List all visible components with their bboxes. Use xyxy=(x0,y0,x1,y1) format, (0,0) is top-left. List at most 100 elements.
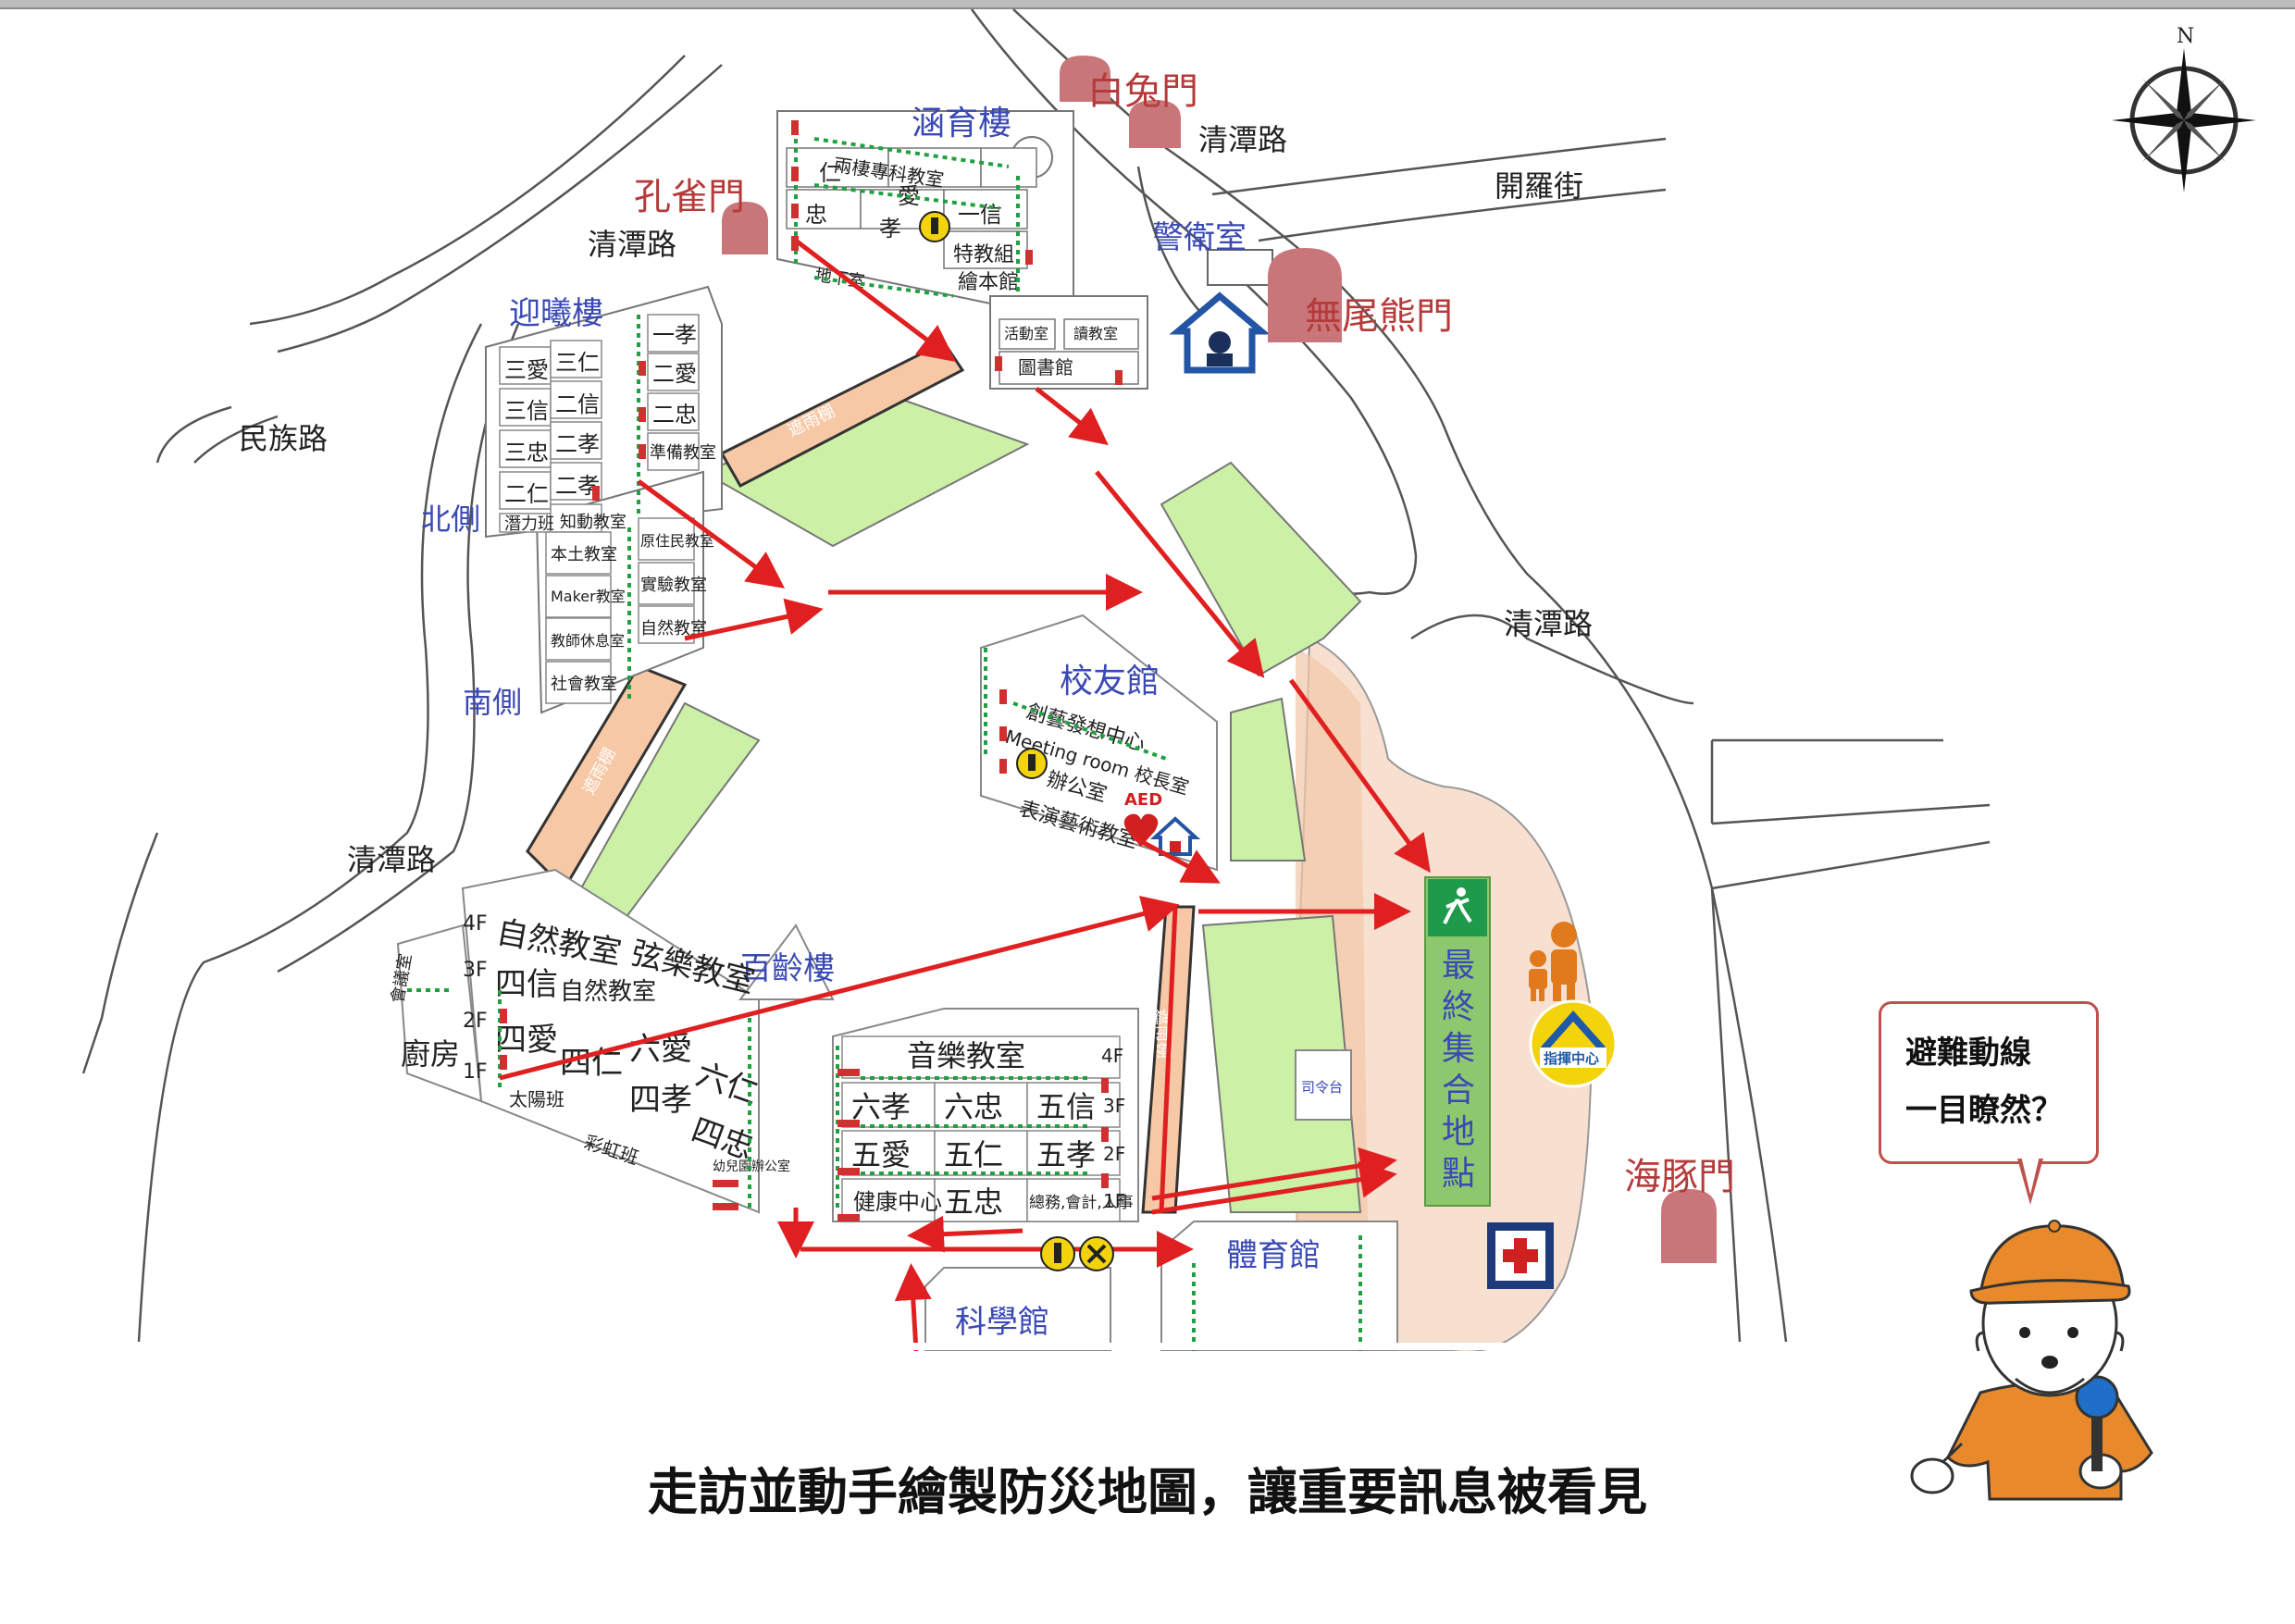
assembly-char-4: 合 xyxy=(1442,1072,1475,1110)
fire-extinguisher-icon xyxy=(1040,1236,1075,1271)
room-yx-14: 知動教室 xyxy=(560,513,626,532)
room-s-2: 原住民教室 xyxy=(640,532,714,550)
compass-icon: N xyxy=(2112,25,2256,192)
room-yx-7: 三忠 xyxy=(504,440,549,465)
room-mu-9: 五忠 xyxy=(944,1184,1003,1220)
family-icon xyxy=(1529,922,1577,1001)
room-s-6: 自然教室 xyxy=(640,619,707,638)
room-s-1: 本土教室 xyxy=(551,545,617,564)
road-qingtan-1: 清潭路 xyxy=(1198,122,1287,157)
room-yx-9: 二忠 xyxy=(652,402,697,428)
xiaoyou-building xyxy=(980,614,1218,872)
gate-peacock: 孔雀門 xyxy=(634,176,745,218)
label-north-side: 北側 xyxy=(421,502,480,537)
evacuation-arrows xyxy=(499,239,1431,1351)
room-bl-9: 四孝 xyxy=(629,1082,692,1119)
bubble-line-2: 一目瞭然？ xyxy=(1905,1092,2063,1129)
evacuation-map: N 遮雨棚 遮雨棚 遮雨棚 涵育樓 兩棲專科教室 仁 愛 一信 忠 孝 特教組 … xyxy=(81,8,2256,1351)
room-yx-10: 二仁 xyxy=(504,481,549,507)
room-bl-11: 太陽班 xyxy=(509,1088,564,1110)
command-center-icon: 指揮中心 xyxy=(1529,999,1618,1088)
fire-alarm-icon xyxy=(919,211,950,242)
science-building xyxy=(924,1267,1111,1351)
home-icon xyxy=(1149,816,1201,856)
gates xyxy=(722,56,1717,1263)
room-mu-10: 總務,會計,人事 xyxy=(1029,1194,1134,1212)
floor-mu-2: 2F xyxy=(1103,1143,1125,1165)
bubble-line-1: 避難動線 xyxy=(1905,1035,2031,1072)
stage xyxy=(1295,1049,1352,1121)
room-lib-1: 活動室 xyxy=(1004,325,1048,342)
tools-icon xyxy=(1079,1236,1114,1271)
boy-reporter-illustration xyxy=(1910,1220,2153,1501)
floor-mu-4: 4F xyxy=(1101,1045,1123,1067)
room-mu-7: 五孝 xyxy=(1036,1137,1096,1172)
assembly-char-5: 地 xyxy=(1442,1113,1475,1151)
room-bl-14: 廚房 xyxy=(401,1036,460,1072)
road-qingtan-4: 清潭路 xyxy=(347,842,436,877)
room-yx-12: 準備教室 xyxy=(650,443,716,463)
room-yx-11: 一孝 xyxy=(652,322,697,348)
room-mu-5: 五愛 xyxy=(851,1137,911,1172)
road-kailuo: 開羅街 xyxy=(1495,168,1583,204)
assembly-point-sign: 最 終 集 合 地 點 xyxy=(1424,876,1491,1207)
guard-house xyxy=(1207,249,1273,286)
room-lib-3: 圖書館 xyxy=(1018,356,1073,378)
room-mu-4: 五信 xyxy=(1036,1089,1096,1124)
room-mu-2: 六孝 xyxy=(851,1089,911,1124)
assembly-char-2: 終 xyxy=(1442,988,1475,1026)
room-hanyu-5: 忠 xyxy=(805,202,827,228)
gate-koala: 無尾熊門 xyxy=(1305,295,1453,338)
gate-dolphin: 海豚門 xyxy=(1624,1156,1735,1198)
room-s-4: 實驗教室 xyxy=(640,576,707,595)
room-mu-8: 健康中心 xyxy=(853,1189,942,1215)
road-qingtan-3: 清潭路 xyxy=(1504,606,1593,641)
compass-n-label: N xyxy=(2177,25,2194,48)
floor-bl-1: 1F xyxy=(463,1060,488,1084)
room-yx-6: 二愛 xyxy=(652,361,697,387)
room-yx-8: 二孝 xyxy=(555,431,600,457)
assembly-char-6: 點 xyxy=(1442,1155,1475,1193)
road-lines xyxy=(81,8,1991,1343)
room-mu-6: 五仁 xyxy=(944,1137,1003,1172)
label-xiaoyou: 校友館 xyxy=(1060,663,1160,700)
floor-bl-3: 3F xyxy=(463,959,488,982)
fire-alarm-icon-2 xyxy=(1016,748,1048,779)
room-mu-3: 六忠 xyxy=(944,1089,1003,1124)
room-hanyu-7: 特教組 xyxy=(953,243,1014,267)
room-s-3: Maker教室 xyxy=(551,588,626,605)
grass-areas xyxy=(553,396,1362,1213)
room-s-7: 社會教室 xyxy=(551,675,617,694)
aed-label: AED xyxy=(1124,790,1162,810)
road-qingtan-2: 清潭路 xyxy=(588,227,676,262)
room-yx-5: 二信 xyxy=(555,391,600,417)
label-yingxi: 迎曦樓 xyxy=(509,295,603,332)
first-aid-icon xyxy=(1487,1222,1554,1289)
floor-mu-3: 3F xyxy=(1103,1095,1125,1117)
label-hanyu: 涵育樓 xyxy=(912,105,1011,143)
bailing-building xyxy=(396,868,835,1214)
room-mu-1: 音樂教室 xyxy=(907,1038,1025,1073)
room-yx-4: 三信 xyxy=(504,398,549,424)
label-guard: 警衛室 xyxy=(1152,219,1247,256)
label-stage: 司令台 xyxy=(1301,1079,1343,1096)
label-science: 科學館 xyxy=(955,1304,1049,1341)
room-s-5: 教師休息室 xyxy=(551,632,625,650)
room-yx-1: 三愛 xyxy=(504,357,549,383)
road-minzu: 民族路 xyxy=(239,421,328,456)
security-icon xyxy=(1169,291,1271,374)
label-south-side: 南側 xyxy=(463,685,522,720)
room-bl-3: 四信 xyxy=(495,966,558,1003)
exit-markers xyxy=(500,120,1123,1221)
floor-bl-2: 2F xyxy=(463,1010,488,1033)
room-yx-13: 潛力班 xyxy=(504,514,554,534)
assembly-char-3: 集 xyxy=(1442,1030,1475,1068)
label-gym: 體育館 xyxy=(1226,1237,1321,1274)
room-hanyu-2: 仁 xyxy=(819,160,841,186)
room-hanyu-6: 孝 xyxy=(879,216,901,242)
floor-bl-4: 4F xyxy=(463,912,488,936)
command-center-label: 指揮中心 xyxy=(1544,1050,1599,1067)
room-bl-7: 四愛 xyxy=(495,1022,558,1059)
room-bl-4: 自然教室 xyxy=(560,978,656,1006)
label-bailing: 百齡樓 xyxy=(740,950,835,987)
